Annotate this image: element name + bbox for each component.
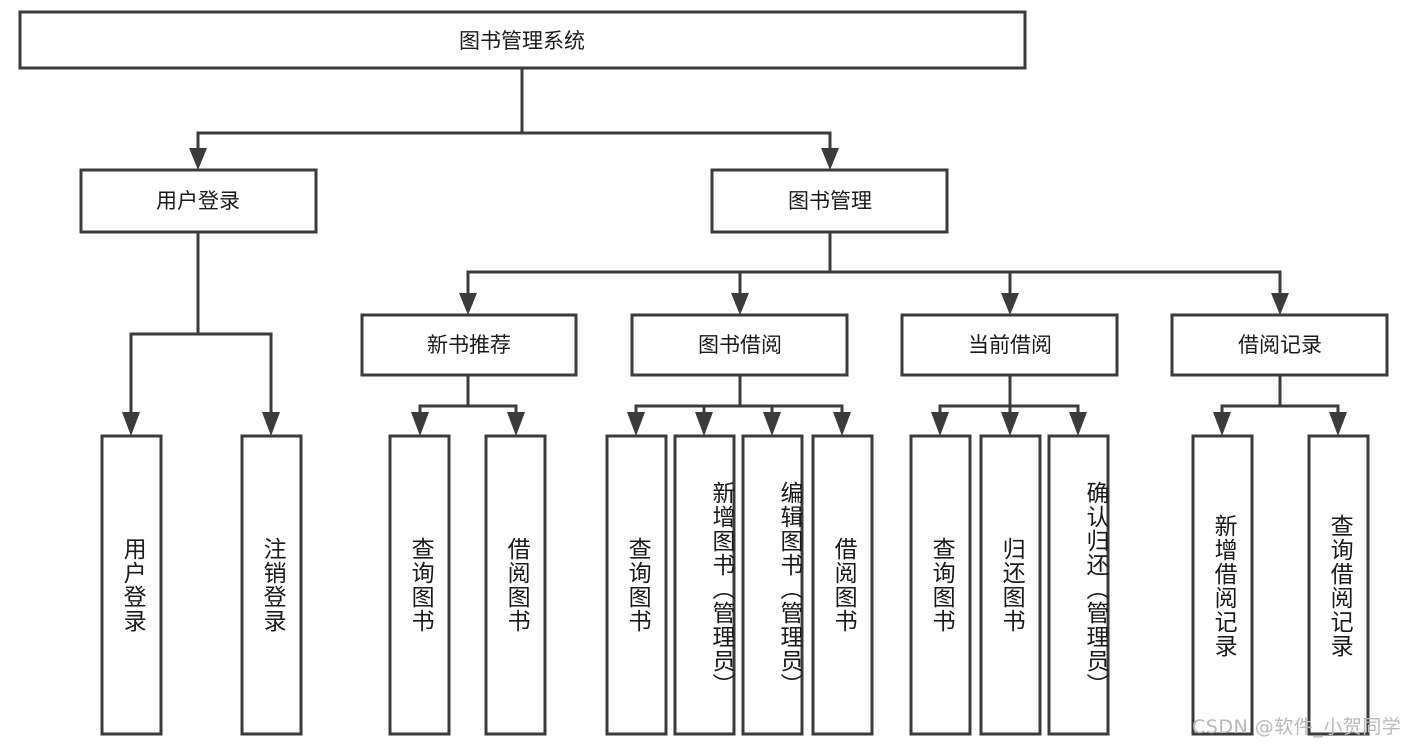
- node-box-root[interactable]: [18, 10, 1027, 70]
- node-box-leaf-query-book-1[interactable]: [388, 434, 451, 736]
- node-box-borrow-record[interactable]: [1170, 313, 1389, 377]
- arrow-head-book-borrow: [731, 293, 749, 315]
- arrow-head-leaf-user-login: [122, 412, 140, 436]
- arrow-head-leaf-edit-book: [763, 412, 781, 436]
- arrow-head-leaf-query-book-1: [411, 412, 429, 436]
- arrow-head-leaf-user-logout: [262, 412, 280, 436]
- node-box-leaf-query-record[interactable]: [1307, 434, 1370, 736]
- csdn-watermark: CSDN @软件_小贺同学: [1192, 716, 1402, 738]
- node-box-leaf-add-book[interactable]: [673, 434, 736, 736]
- arrow-head-leaf-confirm-return: [1069, 412, 1087, 436]
- connector-layer: [122, 66, 1347, 436]
- arrow-head-current-borrow: [1001, 293, 1019, 315]
- node-box-leaf-borrow-book-1[interactable]: [484, 434, 547, 736]
- node-box-user-login[interactable]: [79, 168, 318, 234]
- node-label-new-book-recommend: 新书推荐: [427, 333, 511, 357]
- node-box-leaf-query-book-2[interactable]: [605, 434, 668, 736]
- node-label-user-login: 用户登录: [156, 189, 240, 213]
- node-box-leaf-borrow-book-2[interactable]: [811, 434, 874, 736]
- node-box-book-borrow[interactable]: [630, 313, 849, 377]
- arrow-head-new-book-recommend: [459, 293, 477, 315]
- node-box-leaf-return-book[interactable]: [979, 434, 1042, 736]
- arrow-head-leaf-query-book-2: [627, 412, 645, 436]
- node-box-leaf-user-login[interactable]: [100, 434, 163, 736]
- node-box-leaf-query-book-3[interactable]: [909, 434, 972, 736]
- node-layer: 图书管理系统 用户登录 图书管理 新书推荐 图书借阅 当前借阅 借阅记录: [18, 10, 1389, 736]
- arrow-head-leaf-return-book: [1001, 412, 1019, 436]
- node-label-book-borrow: 图书借阅: [698, 333, 782, 357]
- arrow-head-leaf-add-record: [1213, 412, 1231, 436]
- arrow-head-leaf-query-book-3: [931, 412, 949, 436]
- arrow-head-book-manage: [821, 148, 839, 170]
- node-box-current-borrow[interactable]: [900, 313, 1119, 377]
- node-box-leaf-user-logout[interactable]: [240, 434, 303, 736]
- arrow-head-leaf-borrow-book-1: [507, 412, 525, 436]
- node-box-book-manage[interactable]: [710, 168, 949, 234]
- arrow-head-leaf-borrow-book-2: [833, 412, 851, 436]
- node-box-leaf-edit-book[interactable]: [741, 434, 804, 736]
- node-box-leaf-confirm-return[interactable]: [1047, 434, 1110, 736]
- node-box-new-book-recommend[interactable]: [360, 313, 578, 377]
- node-label-borrow-record: 借阅记录: [1238, 333, 1322, 357]
- arrow-head-user-login: [189, 148, 207, 170]
- arrow-head-borrow-record: [1271, 293, 1289, 315]
- arrow-head-leaf-add-book: [695, 412, 713, 436]
- arrow-head-leaf-query-record: [1329, 412, 1347, 436]
- node-label-current-borrow: 当前借阅: [968, 333, 1052, 357]
- node-label-book-manage: 图书管理: [788, 189, 872, 213]
- node-box-leaf-add-record[interactable]: [1191, 434, 1254, 736]
- node-label-root: 图书管理系统: [459, 29, 585, 53]
